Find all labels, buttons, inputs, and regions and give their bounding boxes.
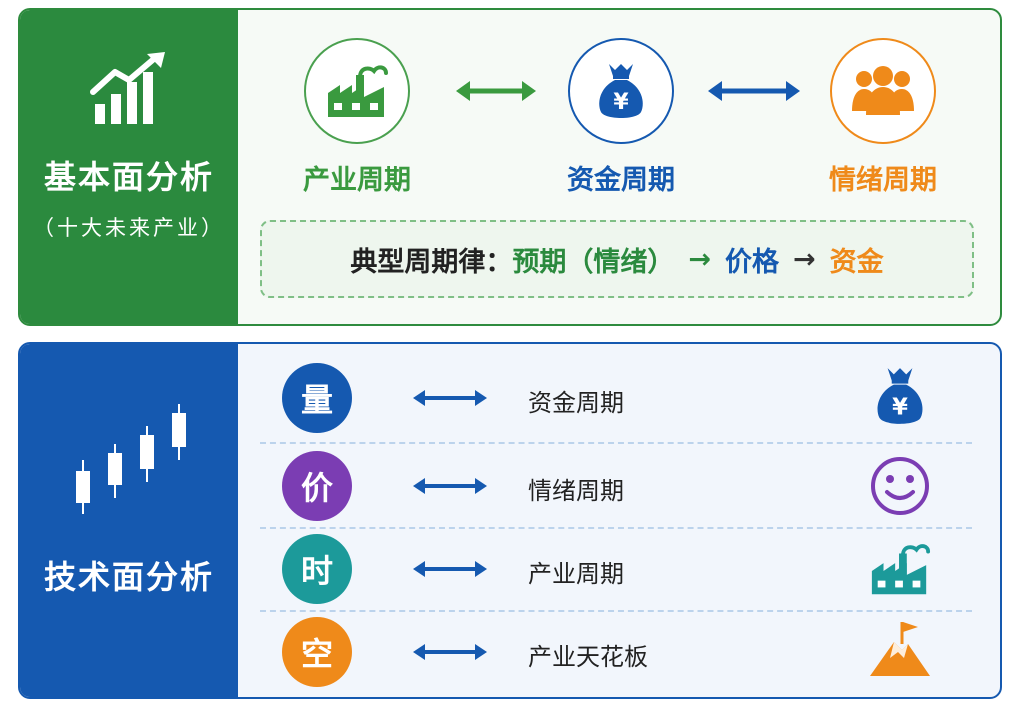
technical-row-time: 时 产业周期 — [238, 527, 1000, 611]
law-step-expectation: 预期（情绪） — [512, 246, 675, 278]
time-badge: 时 — [282, 534, 352, 604]
people-icon — [852, 66, 914, 115]
svg-text:¥: ¥ — [892, 395, 908, 421]
fundamental-title: 基本面分析 — [43, 158, 214, 196]
row-divider — [260, 442, 972, 444]
law-step-price: 价格 — [725, 246, 779, 278]
industry-cycle-label: 产业周期 — [303, 165, 411, 196]
price-row-text: 情绪周期 — [528, 477, 624, 505]
fundamental-content: 产业周期 ¥ 资金周期 — [238, 10, 1000, 324]
row-divider — [260, 610, 972, 612]
bidirectional-arrow-icon — [413, 561, 487, 577]
candlestick-icon — [76, 404, 186, 514]
time-row-text: 产业周期 — [528, 560, 624, 588]
bidirectional-arrow-icon — [413, 478, 487, 494]
growth-chart-icon — [90, 52, 165, 124]
bidirectional-arrow-icon — [708, 81, 800, 101]
technical-content: 量 资金周期 ¥ 价 情绪周期 — [238, 344, 1000, 697]
sentiment-cycle-label: 情绪周期 — [829, 165, 937, 196]
mountain-flag-icon — [870, 622, 930, 676]
technical-row-space: 空 产业天花板 — [238, 610, 1000, 694]
svg-text:¥: ¥ — [613, 90, 629, 115]
law-arrow-2: → — [793, 243, 816, 275]
technical-side-header: 技术面分析 — [20, 344, 238, 697]
smiley-icon — [871, 457, 929, 515]
fundamental-side-header: 基本面分析 （十大未来产业） — [20, 10, 238, 324]
bidirectional-arrow-icon — [413, 644, 487, 660]
capital-cycle-circle: ¥ — [568, 38, 674, 144]
cycle-law-box: 典型周期律： 预期（情绪） → 价格 → 资金 — [260, 220, 974, 298]
technical-row-volume: 量 资金周期 ¥ — [238, 356, 1000, 440]
factory-icon — [328, 65, 388, 117]
space-row-text: 产业天花板 — [528, 643, 648, 671]
money-bag-icon: ¥ — [877, 368, 923, 424]
law-arrow-1: → — [688, 243, 711, 275]
row-divider — [260, 527, 972, 529]
fundamental-analysis-panel: 基本面分析 （十大未来产业） 产业周期 ¥ — [18, 8, 1002, 326]
fundamental-subtitle: （十大未来产业） — [33, 216, 225, 240]
sentiment-cycle-circle — [830, 38, 936, 144]
industry-cycle-circle — [304, 38, 410, 144]
capital-cycle-label: 资金周期 — [567, 165, 675, 196]
technical-title: 技术面分析 — [43, 558, 214, 596]
factory-icon — [871, 544, 931, 595]
bidirectional-arrow-icon — [456, 81, 536, 101]
technical-row-price: 价 情绪周期 — [238, 444, 1000, 528]
price-badge: 价 — [282, 451, 352, 521]
money-bag-icon: ¥ — [599, 64, 643, 118]
volume-row-text: 资金周期 — [528, 389, 624, 417]
space-badge: 空 — [282, 617, 352, 687]
technical-analysis-panel: 技术面分析 量 资金周期 ¥ 价 情绪周期 — [18, 342, 1002, 699]
bidirectional-arrow-icon — [413, 390, 487, 406]
law-prefix: 典型周期律： — [350, 246, 513, 278]
law-step-capital: 资金 — [829, 246, 884, 278]
volume-badge: 量 — [282, 363, 352, 433]
